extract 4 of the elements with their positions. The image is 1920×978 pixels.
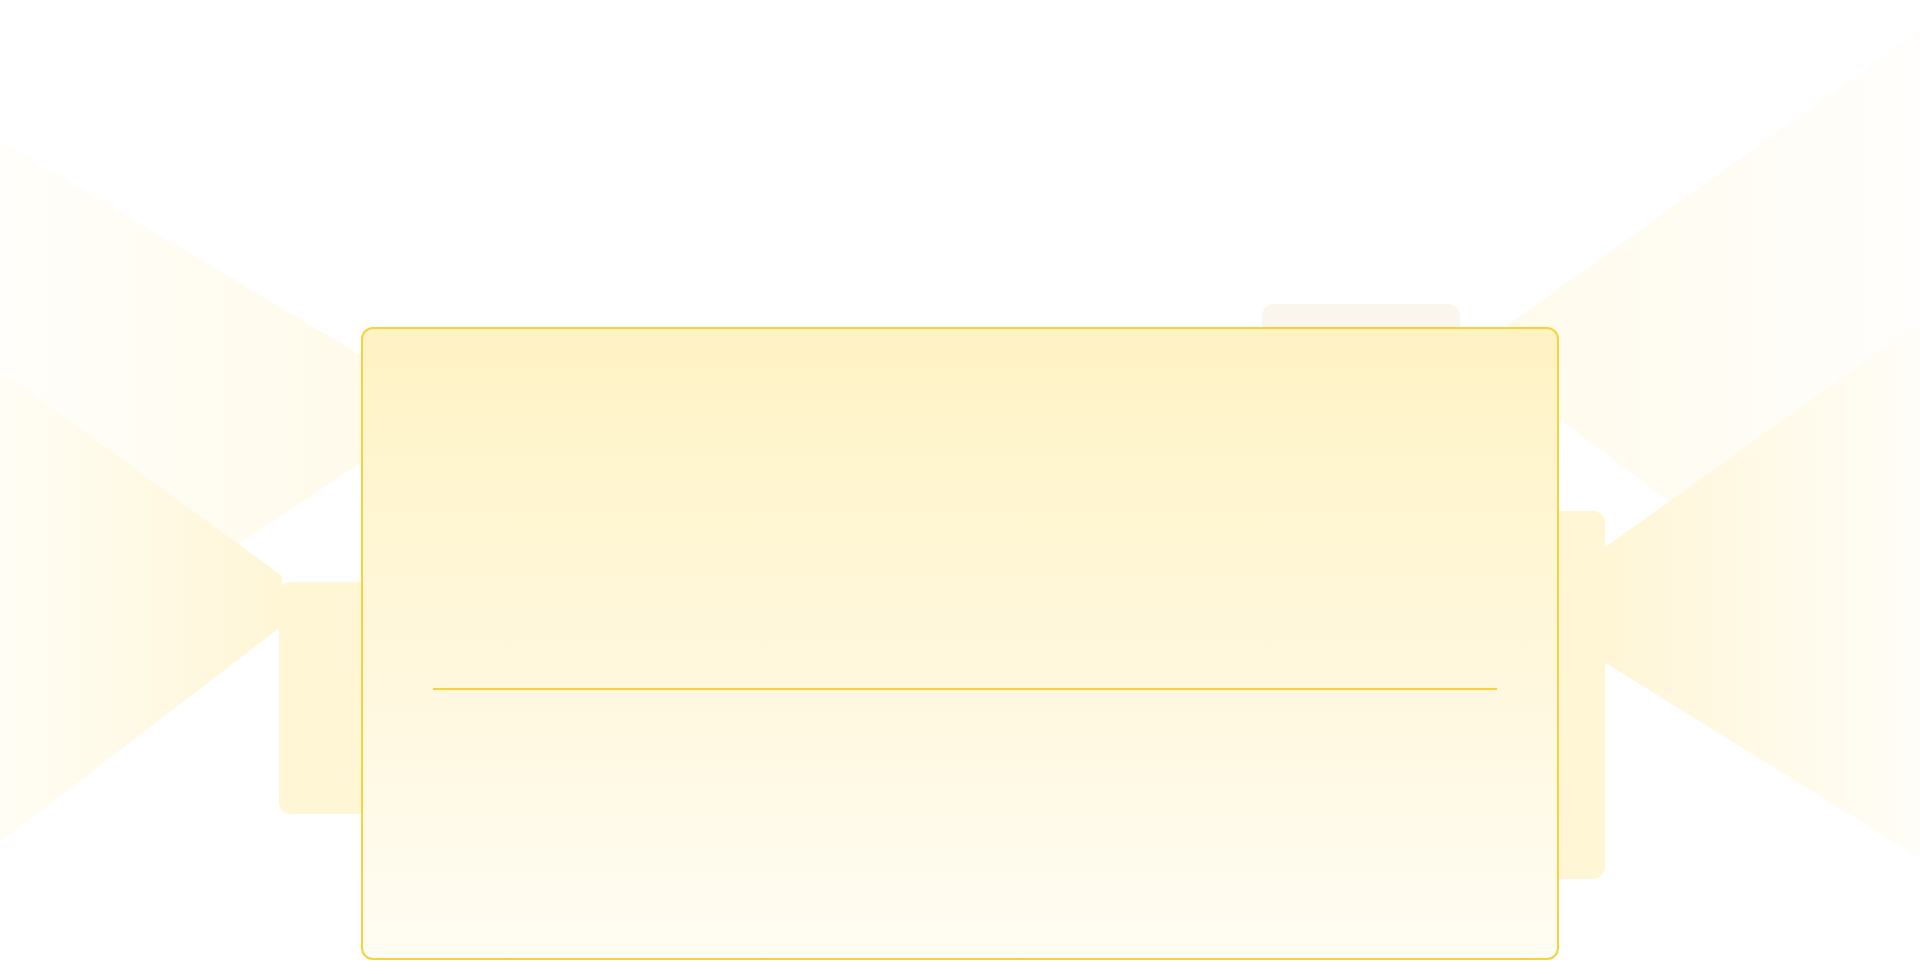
back-card xyxy=(1559,511,1605,879)
back-card xyxy=(1262,304,1460,327)
back-card xyxy=(279,582,361,814)
card xyxy=(361,327,1559,960)
